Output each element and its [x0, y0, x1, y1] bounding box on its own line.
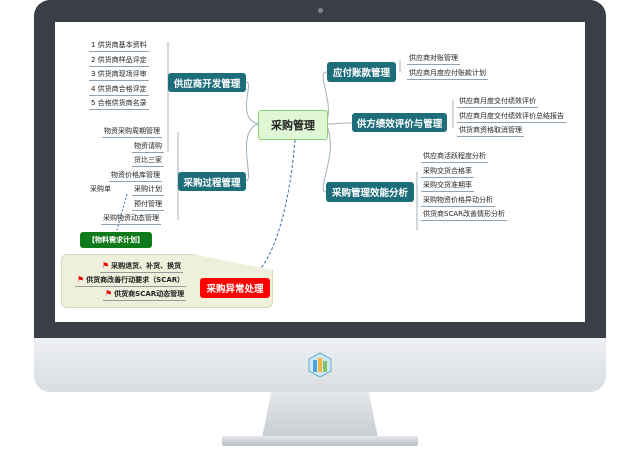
- leaf-label: 供货商SCAR动态管理: [114, 290, 185, 298]
- leaf-purchase-order[interactable]: 采购单: [90, 185, 111, 193]
- center-node[interactable]: 采购管理: [258, 110, 328, 140]
- node-process[interactable]: 采购过程管理: [178, 172, 246, 191]
- leaf[interactable]: 供应商活跃程度分析: [421, 151, 488, 163]
- leaf[interactable]: 3 供货商现场评审: [89, 69, 149, 81]
- leaf-label: 采购退货、补货、换货: [111, 262, 182, 270]
- flag-icon: ⚑: [105, 289, 113, 298]
- leaf[interactable]: 采购物资动态管理: [101, 213, 161, 225]
- leaf[interactable]: 供应商月度交付绩效评价总结报告: [457, 111, 566, 123]
- node-supplier-dev[interactable]: 供应商开发管理: [168, 73, 246, 92]
- leaf[interactable]: 采购交货合格率: [421, 166, 474, 178]
- brand-logo-icon: [308, 352, 332, 378]
- leaf[interactable]: ⚑采购退货、补货、换货: [100, 261, 184, 273]
- leaf[interactable]: ⚑供货商SCAR动态管理: [103, 289, 187, 301]
- leaf[interactable]: ⚑供货商改善行动要求（SCAR）: [75, 275, 187, 287]
- leaf[interactable]: 5 合格供货商名录: [89, 98, 149, 110]
- node-performance[interactable]: 供方绩效评价与管理: [352, 113, 447, 132]
- leaf[interactable]: 供货商SCAR改善情形分析: [421, 209, 507, 221]
- camera-icon: [318, 8, 323, 13]
- leaf-label: 供货商改善行动要求（SCAR）: [86, 276, 185, 284]
- node-exception[interactable]: 采购异常处理: [200, 278, 270, 298]
- node-mrp[interactable]: 【物料需求计划】: [80, 232, 152, 248]
- leaf[interactable]: 供货商资格取消管理: [457, 125, 524, 137]
- leaf[interactable]: 供应商对账管理: [407, 53, 460, 65]
- flag-icon: ⚑: [102, 261, 110, 270]
- leaf[interactable]: 物资采购周期管理: [102, 126, 162, 138]
- monitor-stand: [262, 392, 378, 438]
- leaf[interactable]: 采购交货准期率: [421, 180, 474, 192]
- mindmap-screen: 采购管理 供应商开发管理 1 供货商基本资料 2 供货商样品评定 3 供货商现场…: [55, 22, 585, 322]
- node-payable[interactable]: 应付账款管理: [327, 62, 396, 82]
- leaf[interactable]: 供应商月度应付账款计划: [407, 68, 488, 80]
- monitor-base: [222, 436, 418, 446]
- leaf[interactable]: 供应商月度交付绩效评价: [457, 96, 538, 108]
- leaf[interactable]: 4 供货商合格评定: [89, 84, 149, 96]
- leaf[interactable]: 采购计划: [132, 184, 164, 196]
- leaf[interactable]: 货比三家: [132, 155, 164, 167]
- node-analysis[interactable]: 采购管理效能分析: [326, 182, 414, 202]
- leaf[interactable]: 物资请购: [132, 141, 164, 153]
- leaf[interactable]: 1 供货商基本资料: [89, 40, 149, 52]
- leaf[interactable]: 采购物资价格异动分析: [421, 195, 495, 207]
- flag-icon: ⚑: [77, 275, 85, 284]
- leaf[interactable]: 预付管理: [132, 199, 164, 211]
- leaf[interactable]: 物资价格库管理: [109, 170, 162, 182]
- leaf[interactable]: 2 供货商样品评定: [89, 55, 149, 67]
